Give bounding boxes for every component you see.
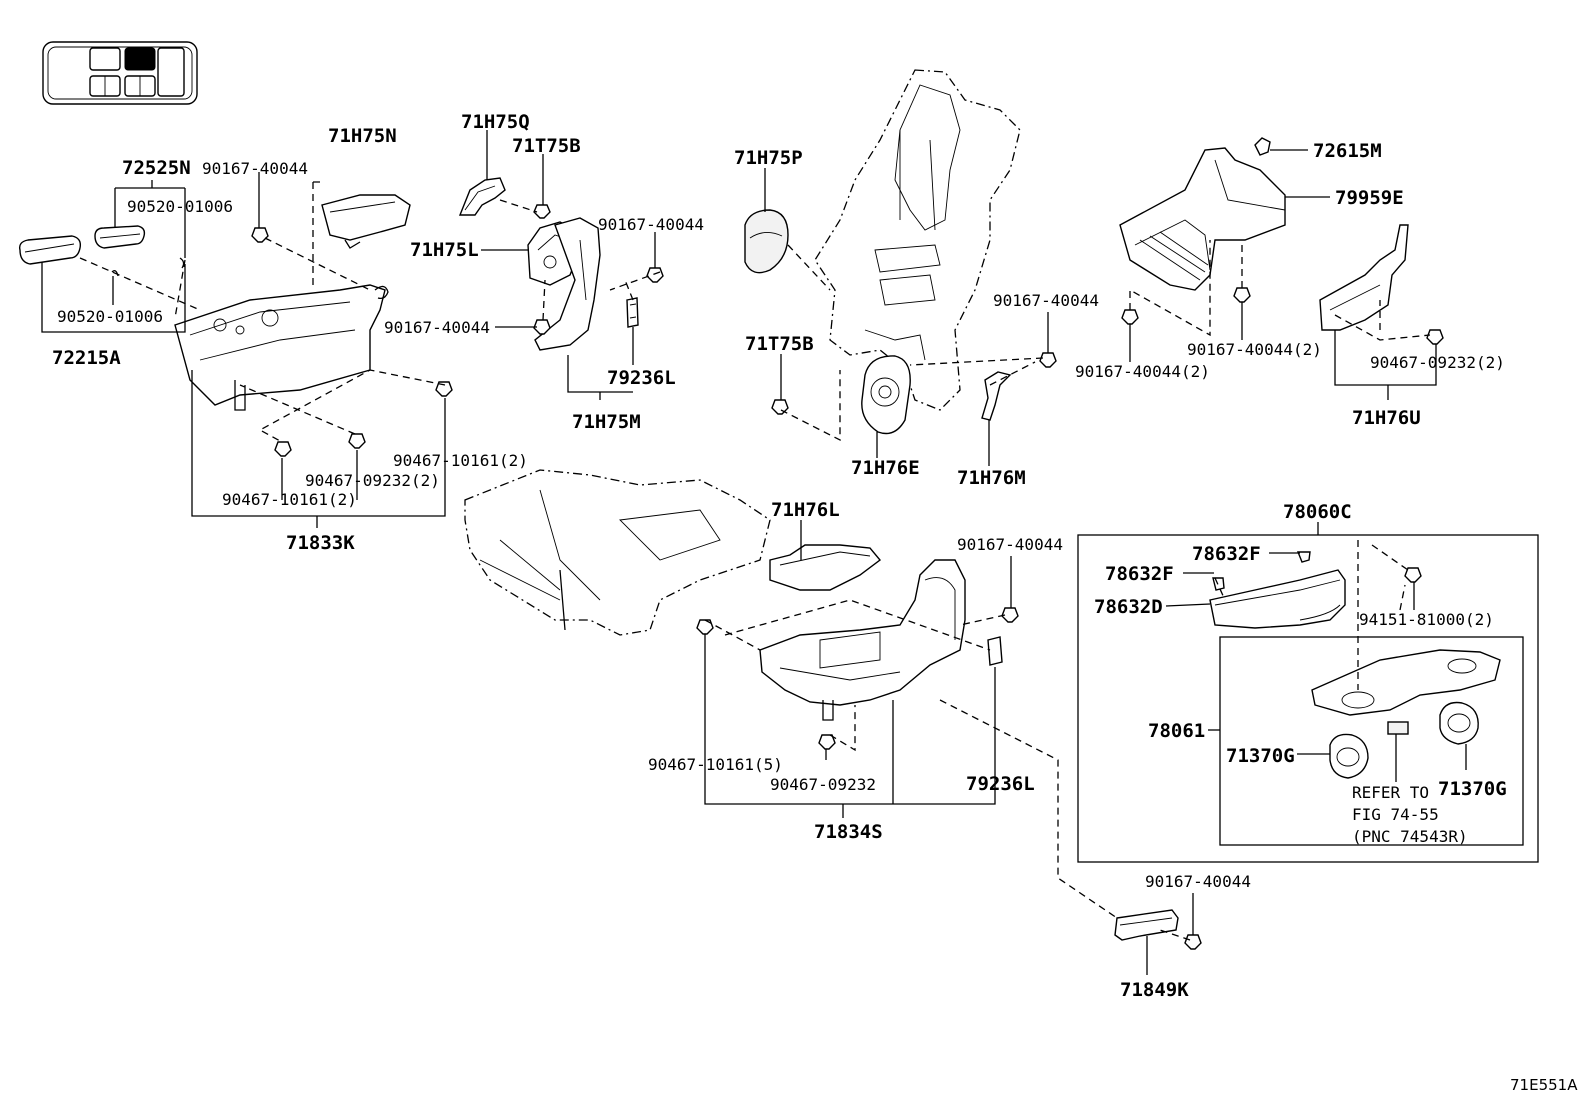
label-71H75L: 71H75L bbox=[410, 239, 479, 261]
refer-line-3: (PNC 74543R) bbox=[1352, 827, 1468, 846]
label-90467-09232: 90467-09232 bbox=[770, 775, 876, 794]
label-94151-81000-2: 94151-81000(2) bbox=[1359, 610, 1494, 629]
label-90467-09232-2-a: 90467-09232(2) bbox=[305, 471, 440, 490]
label-79959E: 79959E bbox=[1335, 187, 1404, 209]
label-71834S: 71834S bbox=[814, 821, 883, 843]
label-71H76M: 71H76M bbox=[957, 467, 1026, 489]
window-switch-icon bbox=[42, 41, 198, 105]
label-78632F-a: 78632F bbox=[1105, 563, 1174, 585]
center-column-frame-drawing bbox=[744, 69, 1057, 435]
label-90167-40044-2-a: 90167-40044(2) bbox=[1187, 340, 1322, 359]
label-78632D: 78632D bbox=[1094, 596, 1163, 618]
assembly-lines bbox=[79, 181, 1431, 941]
label-72525N: 72525N bbox=[122, 157, 191, 179]
label-72615M: 72615M bbox=[1313, 140, 1382, 162]
label-71H75Q: 71H75Q bbox=[461, 111, 530, 133]
label-90167-40044-2-b: 90167-40044(2) bbox=[1075, 362, 1210, 381]
label-71H75P: 71H75P bbox=[734, 147, 803, 169]
label-71H76E: 71H76E bbox=[851, 457, 920, 479]
label-90467-10161-2-a: 90467-10161(2) bbox=[393, 451, 528, 470]
label-71H76U: 71H76U bbox=[1352, 407, 1421, 429]
console-lower-panel-drawing bbox=[696, 544, 1019, 750]
label-71T75B-b: 71T75B bbox=[745, 333, 814, 355]
center-bracket-drawing bbox=[458, 177, 664, 351]
label-90520-01006-b: 90520-01006 bbox=[57, 307, 163, 326]
label-71849K: 71849K bbox=[1120, 979, 1189, 1001]
label-79236L-a: 79236L bbox=[607, 367, 676, 389]
leader-lines bbox=[41, 130, 1467, 975]
label-71370G-a: 71370G bbox=[1226, 745, 1295, 767]
diagram-code: 71E551A bbox=[1510, 1076, 1578, 1094]
label-71H75N: 71H75N bbox=[328, 125, 397, 147]
label-90167-40044-d: 90167-40044 bbox=[993, 291, 1099, 310]
label-90167-40044-f: 90167-40044 bbox=[1145, 872, 1251, 891]
label-79236L-b: 79236L bbox=[966, 773, 1035, 795]
label-71H76L: 71H76L bbox=[771, 499, 840, 521]
label-90167-40044-b: 90167-40044 bbox=[598, 215, 704, 234]
label-71833K: 71833K bbox=[286, 532, 355, 554]
label-90520-01006-a: 90520-01006 bbox=[127, 197, 233, 216]
part-labels: 72525N 90167-40044 71H75N 90520-01006 90… bbox=[52, 111, 1578, 1094]
label-90467-10161-5: 90467-10161(5) bbox=[648, 755, 783, 774]
label-90167-40044-a: 90167-40044 bbox=[202, 159, 308, 178]
right-duct-drawing bbox=[1119, 137, 1444, 345]
refer-line-1: REFER TO bbox=[1352, 783, 1429, 802]
label-71H75M: 71H75M bbox=[572, 411, 641, 433]
label-71370G-b: 71370G bbox=[1438, 778, 1507, 800]
label-78061: 78061 bbox=[1148, 720, 1205, 742]
label-90167-40044-c: 90167-40044 bbox=[384, 318, 490, 337]
refer-line-2: FIG 74-55 bbox=[1352, 805, 1439, 824]
label-90467-09232-2-b: 90467-09232(2) bbox=[1370, 353, 1505, 372]
label-72215A: 72215A bbox=[52, 347, 121, 369]
label-90167-40044-e: 90167-40044 bbox=[957, 535, 1063, 554]
floor-frame-drawing bbox=[464, 469, 771, 636]
label-90467-10161-2-b: 90467-10161(2) bbox=[222, 490, 357, 509]
label-78060C: 78060C bbox=[1283, 501, 1352, 523]
box-78060C bbox=[1077, 534, 1539, 863]
label-71T75B-a: 71T75B bbox=[512, 135, 581, 157]
label-78632F-b: 78632F bbox=[1192, 543, 1261, 565]
bracket-71849K-drawing bbox=[1114, 909, 1202, 950]
left-trim-panel-drawing bbox=[18, 194, 551, 457]
